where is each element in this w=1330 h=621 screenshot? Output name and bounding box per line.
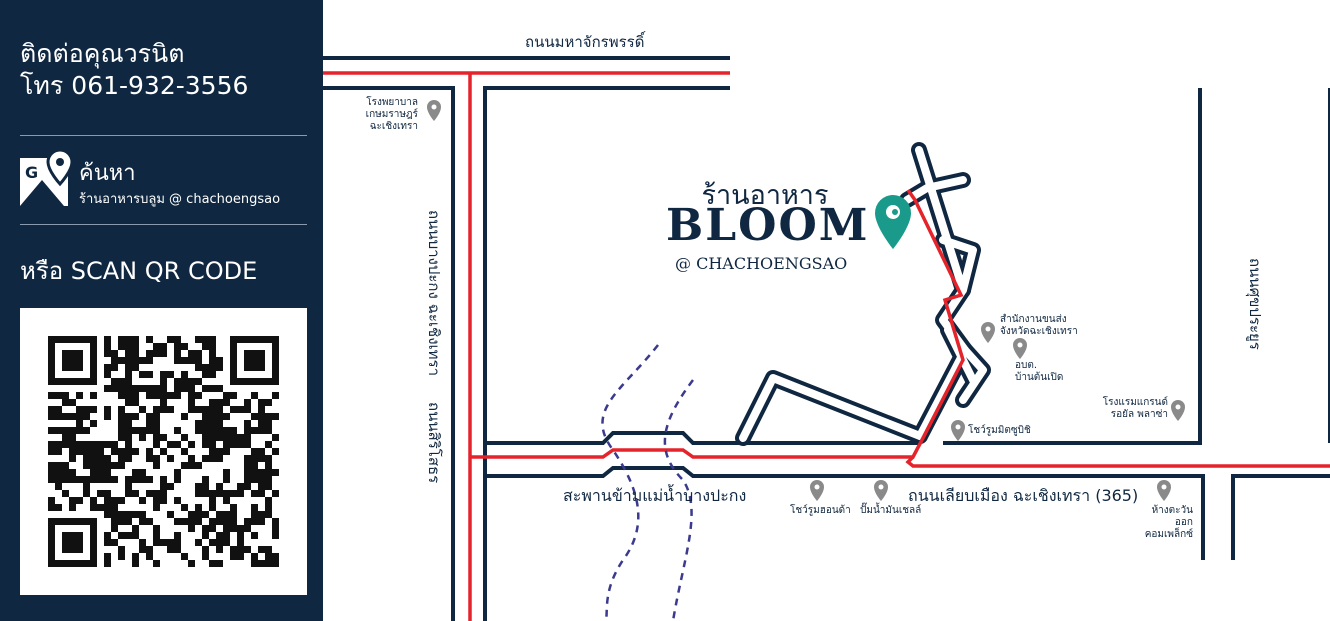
place-label: โชว์รูมมิตซูบิชิ bbox=[968, 425, 1031, 436]
search-query[interactable]: ร้านอาหารบลูม @ chachoengsao bbox=[79, 192, 281, 207]
route-line bbox=[323, 71, 1330, 621]
svg-text:G: G bbox=[25, 163, 38, 182]
qr-code[interactable] bbox=[20, 308, 307, 595]
restaurant-pin-icon bbox=[875, 195, 911, 249]
location-pin-icon bbox=[1157, 480, 1171, 501]
location-pin-icon bbox=[1013, 338, 1027, 359]
brand-thai: ร้านอาหาร bbox=[701, 180, 829, 211]
search-title: ค้นหา bbox=[79, 161, 136, 186]
map bbox=[323, 56, 1330, 621]
place-label: โรงแรมแกรนด์ รอยัล พลาซ่า bbox=[1102, 397, 1168, 420]
location-pin-icon bbox=[874, 480, 888, 501]
bridge-label: สะพานข้ามแม่น้ำบางปะกง bbox=[563, 486, 747, 505]
road-label-top: ถนนมหาจักรพรรดิ์ bbox=[525, 33, 645, 51]
location-pin-icon bbox=[810, 480, 824, 501]
road-outlines bbox=[323, 56, 1330, 621]
location-pin-icon bbox=[951, 420, 965, 441]
google-maps-icon: G bbox=[20, 150, 74, 206]
place-label: ห้างตะวันออก คอมเพล็กซ์ bbox=[1144, 505, 1193, 540]
contact-panel: ติดต่อคุณวรนิต โทร 061-932-3556 G ค้นหา … bbox=[0, 0, 323, 621]
road-label-right: ถนนศุขประยูร bbox=[1246, 258, 1264, 350]
place-label: โชว์รูมฮอนด้า bbox=[790, 505, 851, 516]
scan-label: หรือ SCAN QR CODE bbox=[20, 257, 258, 285]
location-pin-icon bbox=[1171, 400, 1185, 421]
road-label-bottom: ถนนเลียบเมือง ฉะเชิงเทรา (365) bbox=[908, 486, 1139, 505]
brand-sub: @ CHACHOENGSAO bbox=[675, 254, 848, 273]
contact-name: ติดต่อคุณวรนิต bbox=[20, 39, 185, 68]
location-pin-icon bbox=[427, 100, 441, 121]
road-label-left1: ถนนบางปะกง ฉะเชิงเทรา bbox=[425, 210, 443, 377]
location-pin-icon bbox=[981, 322, 995, 343]
divider bbox=[20, 224, 307, 225]
brand-name: BLOOM bbox=[666, 200, 870, 251]
place-label: ปั๊มน้ำมันเชลล์ bbox=[860, 505, 922, 516]
place-label: โรงพยาบาล เกษมราษฎร์ ฉะเชิงเทรา bbox=[365, 97, 418, 132]
river bbox=[601, 344, 695, 621]
divider bbox=[20, 135, 307, 136]
contact-phone[interactable]: โทร 061-932-3556 bbox=[20, 71, 249, 100]
place-label: อบต. บ้านต้นเปิด bbox=[1015, 360, 1064, 383]
place-label: สำนักงานขนส่ง จังหวัดฉะเชิงเทรา bbox=[1000, 314, 1078, 337]
road-label-left2: ถนนสิริโสธร bbox=[425, 402, 443, 484]
